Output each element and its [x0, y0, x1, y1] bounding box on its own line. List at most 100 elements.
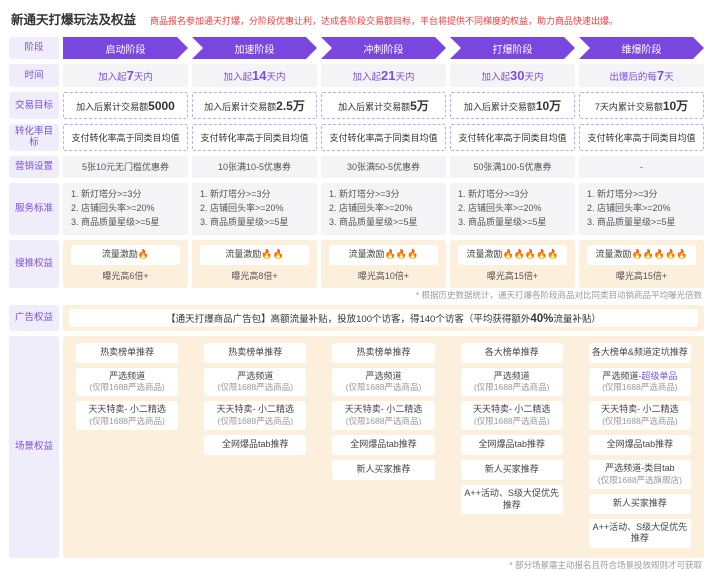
scene-rights-row: 场景权益 热卖榜单推荐 严选频道(仅限1688严选商品) 天天特卖- 小二精选(… — [9, 335, 704, 559]
scene-col-accelerate: 热卖榜单推荐 严选频道(仅限1688严选商品) 天天特卖- 小二精选(仅限168… — [193, 342, 317, 549]
scene-pill: 热卖榜单推荐 — [76, 342, 179, 363]
stage-banner-start: 启动阶段 — [63, 37, 188, 59]
conversion-cell: 支付转化率高于同类目均值 — [63, 124, 188, 151]
scene-pill: 天天特卖- 小二精选(仅限1688严选商品) — [588, 401, 691, 431]
conversion-cell: 支付转化率高于同类目均值 — [450, 124, 575, 151]
scene-rights-strip: 热卖榜单推荐 严选频道(仅限1688严选商品) 天天特卖- 小二精选(仅限168… — [63, 335, 704, 559]
scene-pill: 严选频道-超级单品(仅限1688严选商品) — [588, 367, 691, 397]
row-label-service: 服务标准 — [9, 182, 59, 235]
scene-pill: 严选频道(仅限1688严选商品) — [76, 367, 179, 397]
stage-banner-sprint: 冲刺阶段 — [321, 37, 446, 59]
scene-pill: 各大榜单&频道定坑推荐 — [588, 342, 691, 363]
marketing-cell: 30张满50-5优惠券 — [321, 155, 446, 178]
scene-pill: 天天特卖- 小二精选(仅限1688严选商品) — [332, 401, 435, 431]
row-label-ad-rights: 广告权益 — [9, 304, 59, 331]
row-label-time: 时间 — [9, 64, 59, 87]
flame-icons: 🔥 — [137, 248, 150, 259]
time-cell: 加入起7天内 — [63, 64, 188, 87]
flame-icons: 🔥🔥🔥🔥🔥 — [502, 248, 559, 259]
search-rights-footnote: * 根据历史数据统计，通天打爆各阶段商品对比同类目动销商品平均曝光倍数 — [415, 289, 702, 300]
search-rights-cell: 流量激励🔥🔥🔥🔥🔥 曝光高15倍+ — [450, 239, 575, 288]
trade-target-row: 交易目标 加入后累计交易额5000 加入后累计交易额2.5万 加入后累计交易额5… — [9, 92, 704, 119]
time-row: 时间 加入起7天内 加入起14天内 加入起21天内 加入起30天内 出爆后的每7… — [9, 64, 704, 87]
conversion-cell: 支付转化率高于同类目均值 — [321, 124, 446, 151]
time-cell: 加入起21天内 — [321, 64, 446, 87]
trade-target-cell: 加入后累计交易额5万 — [321, 92, 446, 119]
scene-rights-footnote: * 部分场景需主动报名且符合场景投放规则才可获取 — [509, 560, 702, 571]
search-rights-cell: 流量激励🔥🔥🔥 曝光高10倍+ — [321, 239, 446, 288]
titlebar: 新通天打爆玩法及权益 商品报名参加通天打爆，分阶段优惠让利，达成各阶段交易额目标… — [11, 9, 704, 28]
stage-header-row: 阶段 启动阶段 加速阶段 冲刺阶段 打爆阶段 维爆阶段 — [9, 37, 704, 59]
scene-pill: 严选频道(仅限1688严选商品) — [332, 367, 435, 397]
trade-target-cell: 7天内累计交易额10万 — [579, 92, 704, 119]
stage-banner-sustain: 维爆阶段 — [579, 37, 704, 59]
trade-target-cell: 加入后累计交易额5000 — [63, 92, 188, 119]
time-cell: 加入起30天内 — [450, 64, 575, 87]
marketing-cell: - — [579, 155, 704, 178]
traffic-incentive-pill: 流量激励🔥🔥🔥 — [329, 244, 438, 265]
traffic-incentive-pill: 流量激励🔥🔥 — [200, 244, 309, 265]
time-cell: 出爆后的每7天 — [579, 64, 704, 87]
exposure-text: 曝光高6倍+ — [102, 270, 149, 281]
scene-pill: 热卖榜单推荐 — [332, 342, 435, 363]
page-title: 新通天打爆玩法及权益 — [11, 13, 137, 27]
traffic-incentive-pill: 流量激励🔥🔥🔥🔥🔥 — [587, 244, 696, 265]
traffic-incentive-pill: 流量激励🔥🔥🔥🔥🔥 — [458, 244, 567, 265]
search-rights-row: 搜推权益 流量激励🔥 曝光高6倍+ 流量激励🔥🔥 曝光高8倍+ 流量激励🔥🔥🔥 … — [9, 239, 704, 288]
scene-pill: 天天特卖- 小二精选(仅限1688严选商品) — [76, 401, 179, 431]
row-label-stage: 阶段 — [9, 37, 59, 59]
scene-pill: 热卖榜单推荐 — [204, 342, 307, 363]
scene-pill: 新人买家推荐 — [332, 460, 435, 481]
page-subtitle: 商品报名参加通天打爆，分阶段优惠让利，达成各阶段交易额目标，平台将提供不同梯度的… — [150, 16, 619, 26]
conversion-target-row: 转化率目标 支付转化率高于同类目均值 支付转化率高于同类目均值 支付转化率高于同… — [9, 124, 704, 151]
exposure-text: 曝光高15倍+ — [486, 270, 539, 281]
marketing-cell: 50张满100-5优惠券 — [450, 155, 575, 178]
scene-col-boom: 各大榜单推荐 严选频道(仅限1688严选商品) 天天特卖- 小二精选(仅限168… — [450, 342, 574, 549]
scene-pill: 严选频道-类目tab(仅限1688严选旗舰店) — [588, 460, 691, 489]
flame-icons: 🔥🔥🔥🔥🔥 — [631, 248, 688, 259]
trade-target-cell: 加入后累计交易额2.5万 — [192, 92, 317, 119]
ad-rights-row: 广告权益 【通天打爆商品广告包】高额流量补贴，投放100个访客，得140个访客（… — [9, 304, 704, 331]
flame-icons: 🔥🔥🔥 — [384, 248, 419, 259]
scene-pill: 新人买家推荐 — [460, 460, 563, 481]
scene-pill: 全网爆品tab推荐 — [204, 435, 307, 456]
scene-pill: A++活动、S级大促优先推荐 — [588, 518, 691, 549]
scene-pill: 各大榜单推荐 — [460, 342, 563, 363]
scene-pill: 天天特卖- 小二精选(仅限1688严选商品) — [460, 401, 563, 431]
scene-pill: 全网爆品tab推荐 — [460, 435, 563, 456]
exposure-text: 曝光高10倍+ — [357, 270, 410, 281]
search-rights-cell: 流量激励🔥🔥 曝光高8倍+ — [192, 239, 317, 288]
conversion-cell: 支付转化率高于同类目均值 — [192, 124, 317, 151]
search-rights-cell: 流量激励🔥 曝光高6倍+ — [63, 239, 188, 288]
trade-target-cell: 加入后累计交易额10万 — [450, 92, 575, 119]
scene-col-sustain: 各大榜单&频道定坑推荐 严选频道-超级单品(仅限1688严选商品) 天天特卖- … — [578, 342, 702, 549]
scene-col-start: 热卖榜单推荐 严选频道(仅限1688严选商品) 天天特卖- 小二精选(仅限168… — [65, 342, 189, 549]
search-rights-cell: 流量激励🔥🔥🔥🔥🔥 曝光高15倍+ — [579, 239, 704, 288]
flame-icons: 🔥🔥 — [261, 248, 284, 259]
scene-pill: 新人买家推荐 — [588, 493, 691, 514]
scene-pill: 全网爆品tab推荐 — [588, 435, 691, 456]
marketing-row: 营销设置 5张10元无门槛优惠券 10张满10-5优惠券 30张满50-5优惠券… — [9, 155, 704, 178]
scene-pill: 天天特卖- 小二精选(仅限1688严选商品) — [204, 401, 307, 431]
marketing-cell: 5张10元无门槛优惠券 — [63, 155, 188, 178]
traffic-incentive-pill: 流量激励🔥 — [71, 244, 180, 265]
scene-pill: 严选频道(仅限1688严选商品) — [204, 367, 307, 397]
stage-banner-boom: 打爆阶段 — [450, 37, 575, 59]
row-label-marketing: 营销设置 — [9, 155, 59, 178]
time-cell: 加入起14天内 — [192, 64, 317, 87]
stage-banner-accelerate: 加速阶段 — [192, 37, 317, 59]
scene-pill: 严选频道(仅限1688严选商品) — [460, 367, 563, 397]
row-label-scene-rights: 场景权益 — [9, 335, 59, 559]
row-label-conversion: 转化率目标 — [9, 124, 59, 151]
exposure-text: 曝光高8倍+ — [231, 270, 278, 281]
ad-rights-strip: 【通天打爆商品广告包】高额流量补贴，投放100个访客，得140个访客（平均获得额… — [63, 304, 704, 331]
scene-pill: 全网爆品tab推荐 — [332, 435, 435, 456]
row-label-trade-target: 交易目标 — [9, 92, 59, 119]
marketing-cell: 10张满10-5优惠券 — [192, 155, 317, 178]
